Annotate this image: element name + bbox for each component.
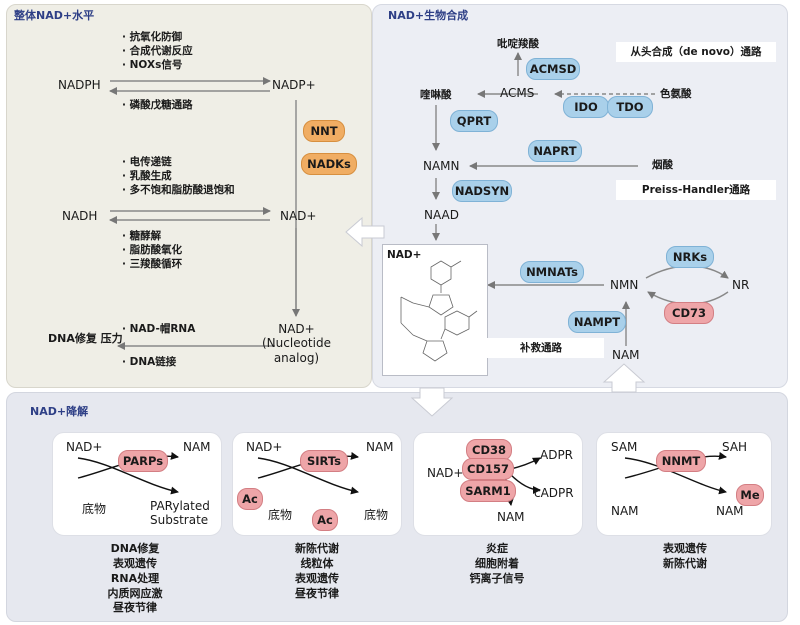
sirts-roles: 新陈代谢 线粒体 表观遗传 昼夜节律 (295, 542, 339, 600)
nad-capped-rna: · NAD-帽RNA (122, 323, 196, 335)
nadp-node: NADP+ (272, 78, 316, 92)
cd38-input-nad: NAD+ (427, 466, 464, 480)
nmn-node: NMN (610, 278, 639, 292)
nnmt-output-sah: SAH (722, 440, 748, 454)
acetyl-group-1: Ac (237, 488, 263, 510)
preiss-handler-label: Preiss-Handler通路 (616, 180, 776, 200)
namn-node: NAMN (423, 159, 460, 173)
nadh-function-2: · 乳酸生成 (122, 170, 172, 182)
nadh-function-3: · 多不饱和脂肪酸退饱和 (122, 184, 235, 196)
nad-structure-label: NAD+ (387, 249, 422, 261)
nad-level-title: 整体NAD+水平 (14, 9, 95, 22)
de-novo-pathway-label: 从头合成（de novo）通路 (616, 42, 776, 62)
sirts-input-nad: NAD+ (246, 440, 283, 454)
salvage-pathway-label: 补救通路 (478, 338, 604, 358)
parps-card (52, 432, 222, 536)
nadph-function-1: · 抗氧化防御 (122, 31, 183, 43)
picolinic-acid-node: 吡啶羧酸 (497, 38, 539, 50)
nmnats-enzyme: NMNATs (520, 261, 584, 283)
nam-node: NAM (612, 348, 640, 362)
acmsd-enzyme: ACMSD (526, 58, 580, 80)
cd157-enzyme: CD157 (462, 458, 514, 480)
nad-function-1: · 糖酵解 (122, 230, 162, 242)
cd73-enzyme: CD73 (664, 302, 714, 324)
sirts-output-nam: NAM (366, 440, 394, 454)
acms-node: ACMS (500, 86, 535, 100)
naad-node: NAAD (424, 208, 459, 222)
nnmt-output-nam: NAM (716, 504, 744, 518)
quinolinic-acid-node: 喹啉酸 (420, 89, 452, 101)
sirts-enzyme: SIRTs (300, 450, 348, 472)
nnmt-input-sam: SAM (611, 440, 638, 454)
nampt-enzyme: NAMPT (568, 311, 626, 333)
nad-structure-box: NAD+ (382, 244, 488, 376)
nad-node: NAD+ (280, 209, 317, 223)
parps-input-nad: NAD+ (66, 440, 103, 454)
nadks-enzyme: NADKs (301, 153, 357, 175)
nadph-node: NADPH (58, 78, 101, 92)
cadpr-node: cADPR (534, 486, 574, 500)
nadh-node: NADH (62, 209, 98, 223)
nnmt-enzyme: NNMT (656, 450, 706, 472)
nadph-function-2: · 合成代谢反应 (122, 45, 193, 57)
ido-enzyme: IDO (563, 96, 609, 118)
pentose-phosphate-pathway: · 磷酸戊糖通路 (122, 99, 193, 111)
tryptophan-node: 色氨酸 (660, 88, 692, 100)
nr-node: NR (732, 278, 750, 292)
dna-repair-stress: DNA修复 压力 (48, 332, 123, 345)
nnt-enzyme: NNT (303, 120, 345, 142)
nad-biosynthesis-title: NAD+生物合成 (388, 9, 469, 22)
nicotinic-acid-node: 烟酸 (652, 159, 673, 171)
tdo-enzyme: TDO (607, 96, 653, 118)
nadh-function-1: · 电传递链 (122, 156, 172, 168)
parps-roles: DNA修复 表观遗传 RNA处理 内质网应激 昼夜节律 (107, 542, 163, 615)
sirts-substrate: 底物 (268, 508, 293, 522)
nadph-function-3: · NOXs信号 (122, 59, 183, 71)
nnmt-roles: 表观遗传 新陈代谢 (663, 542, 707, 570)
cd38-output-nam: NAM (497, 510, 525, 524)
qprt-enzyme: QPRT (450, 110, 498, 132)
nad-nucleotide-analog: NAD+ (Nucleotide analog) (262, 322, 331, 365)
sarm1-enzyme: SARM1 (460, 480, 516, 502)
nad-degradation-title: NAD+降解 (30, 405, 89, 418)
nrks-enzyme: NRKs (666, 246, 714, 268)
parps-enzyme: PARPs (118, 450, 168, 472)
naprt-enzyme: NAPRT (528, 140, 582, 162)
adpr-node: ADPR (540, 448, 574, 462)
nad-function-3: · 三羧酸循环 (122, 258, 183, 270)
nad-function-2: · 脂肪酸氧化 (122, 244, 183, 256)
parps-substrate: 底物 (82, 502, 107, 516)
cd38-roles: 炎症 细胞附着 钙离子信号 (469, 542, 525, 585)
nad-molecule-diagram (400, 260, 478, 362)
nad-level-panel (6, 4, 372, 388)
methyl-group: Me (736, 484, 764, 506)
parps-product: PARylated Substrate (150, 499, 210, 527)
sirts-product: 底物 (364, 508, 389, 522)
nadsyn-enzyme: NADSYN (452, 180, 512, 202)
dna-ligation: · DNA链接 (122, 356, 177, 368)
nnmt-input-nam: NAM (611, 504, 639, 518)
acetyl-group-2: Ac (312, 509, 338, 531)
parps-output-nam: NAM (183, 440, 211, 454)
